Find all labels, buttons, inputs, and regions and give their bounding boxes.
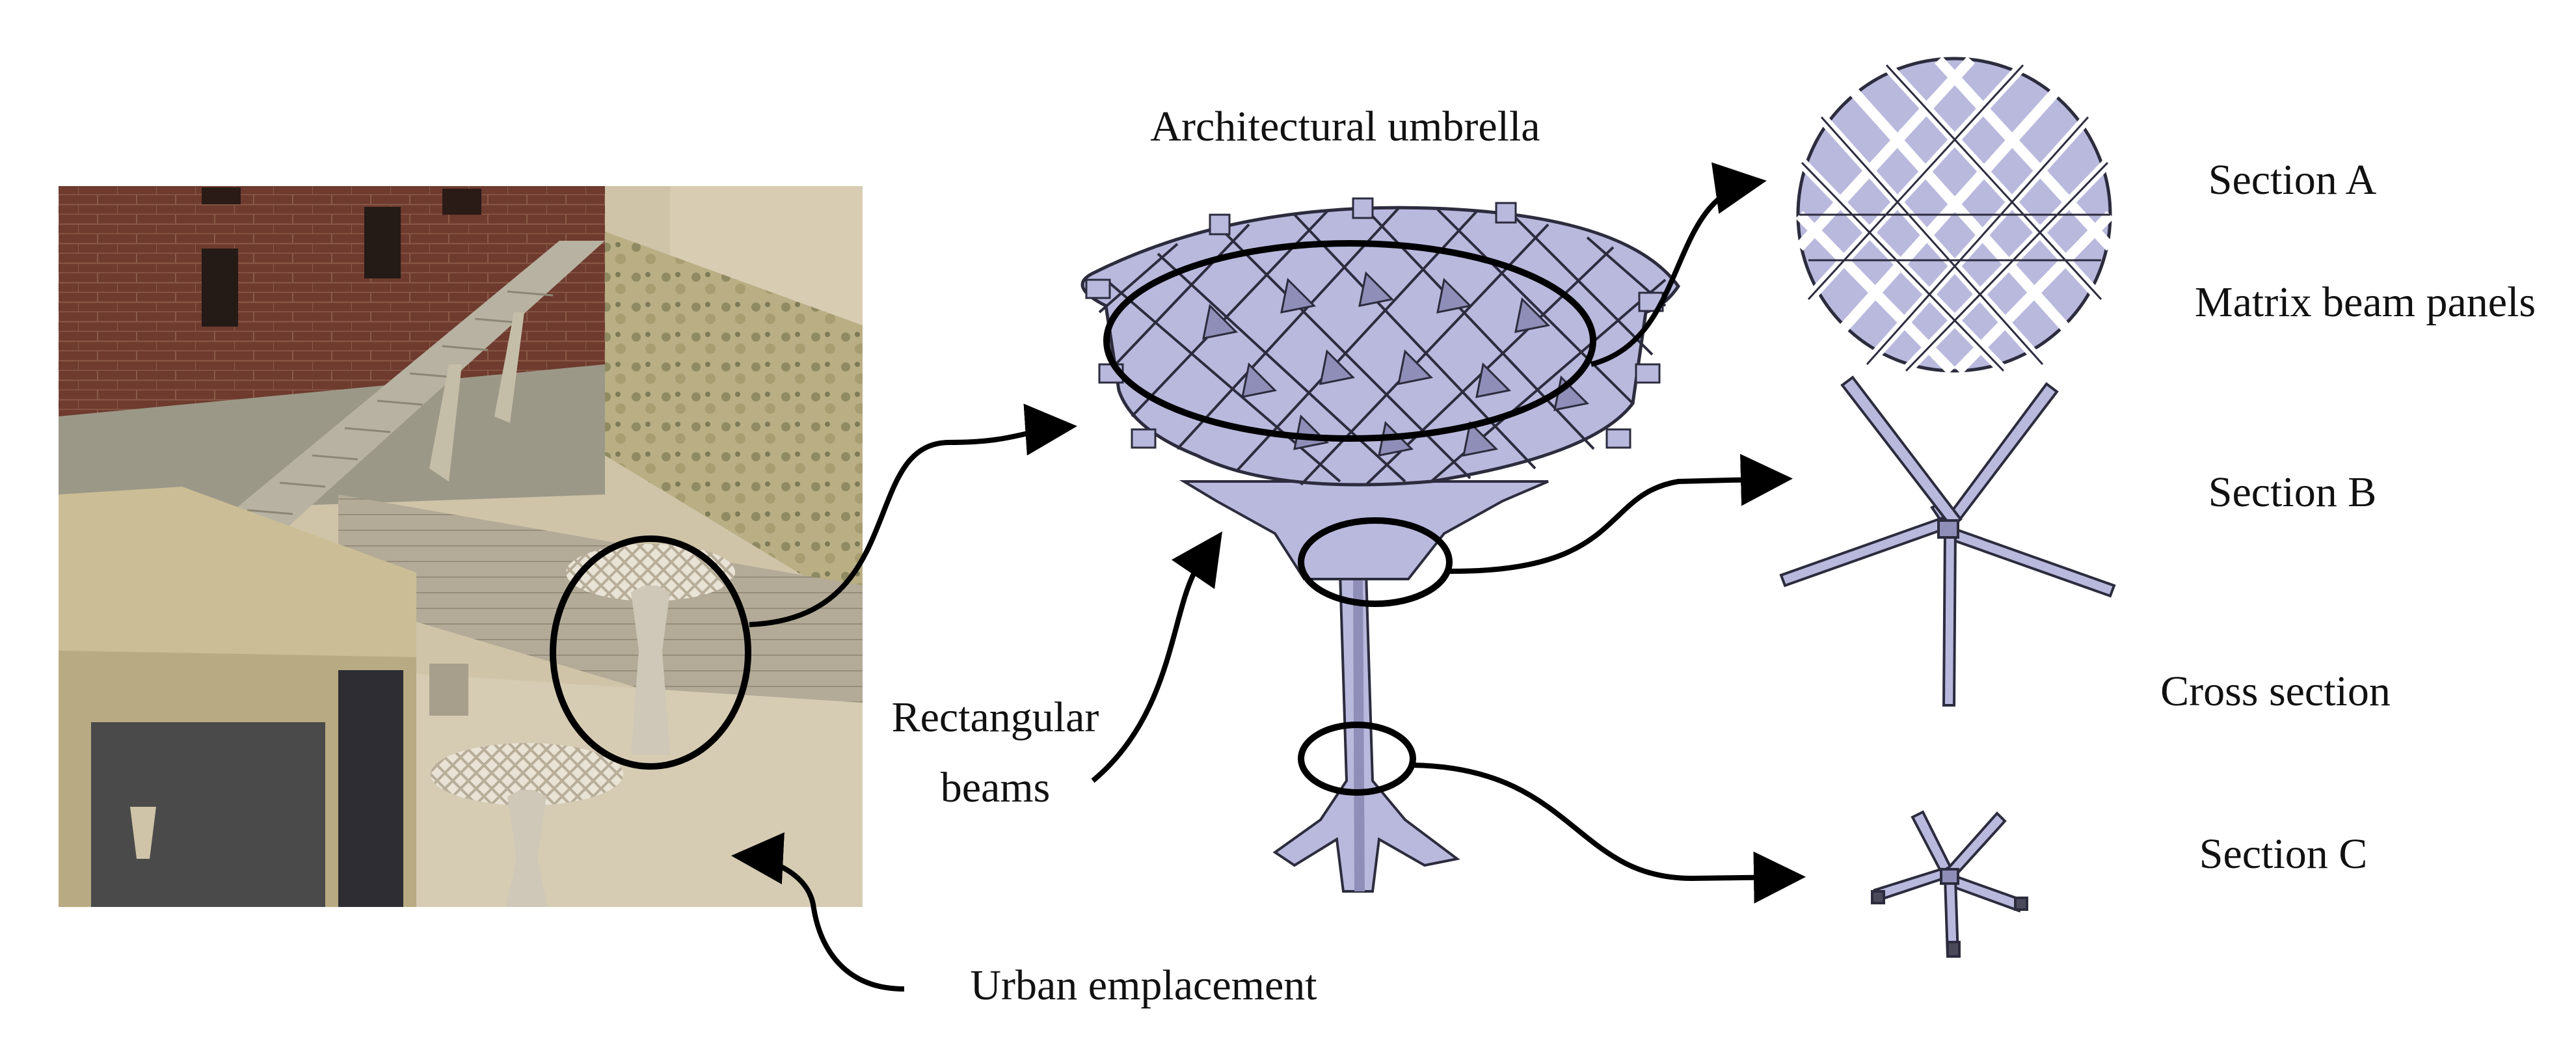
canopy-callout-ellipse (1103, 240, 1596, 442)
section-a-lattice (1795, 56, 2114, 375)
label-rectangular-beams-line1: Rectangular (892, 694, 1099, 741)
arrow-neck-to-section-b (1447, 453, 1793, 575)
section-c-star (1871, 810, 2028, 958)
photo-callout-circle (550, 535, 751, 770)
arrow-beams-to-canopy (1091, 531, 1222, 783)
arrow-photo-to-umbrella (749, 403, 1077, 627)
base-callout-ellipse (1298, 722, 1416, 796)
section-b-star (1779, 375, 2116, 707)
arrow-canopy-to-section-a (1590, 162, 1767, 367)
label-matrix-beam-panels: Matrix beam panels (2195, 278, 2536, 326)
arrow-base-to-section-c (1412, 763, 1806, 904)
urban-render-image (59, 186, 863, 907)
callout-arrows (731, 162, 1806, 992)
label-rectangular-beams-line2: beams (941, 764, 1051, 811)
label-architectural-umbrella: Architectural umbrella (1150, 103, 1540, 150)
label-cross-section: Cross section (2160, 668, 2391, 715)
label-urban-emplacement: Urban emplacement (970, 962, 1317, 1009)
arrow-urban-to-photo (731, 832, 905, 992)
label-section-b: Section B (2208, 468, 2377, 516)
neck-callout-ellipse (1298, 517, 1453, 607)
label-section-a: Section A (2208, 156, 2377, 204)
label-section-c: Section C (2199, 830, 2368, 878)
